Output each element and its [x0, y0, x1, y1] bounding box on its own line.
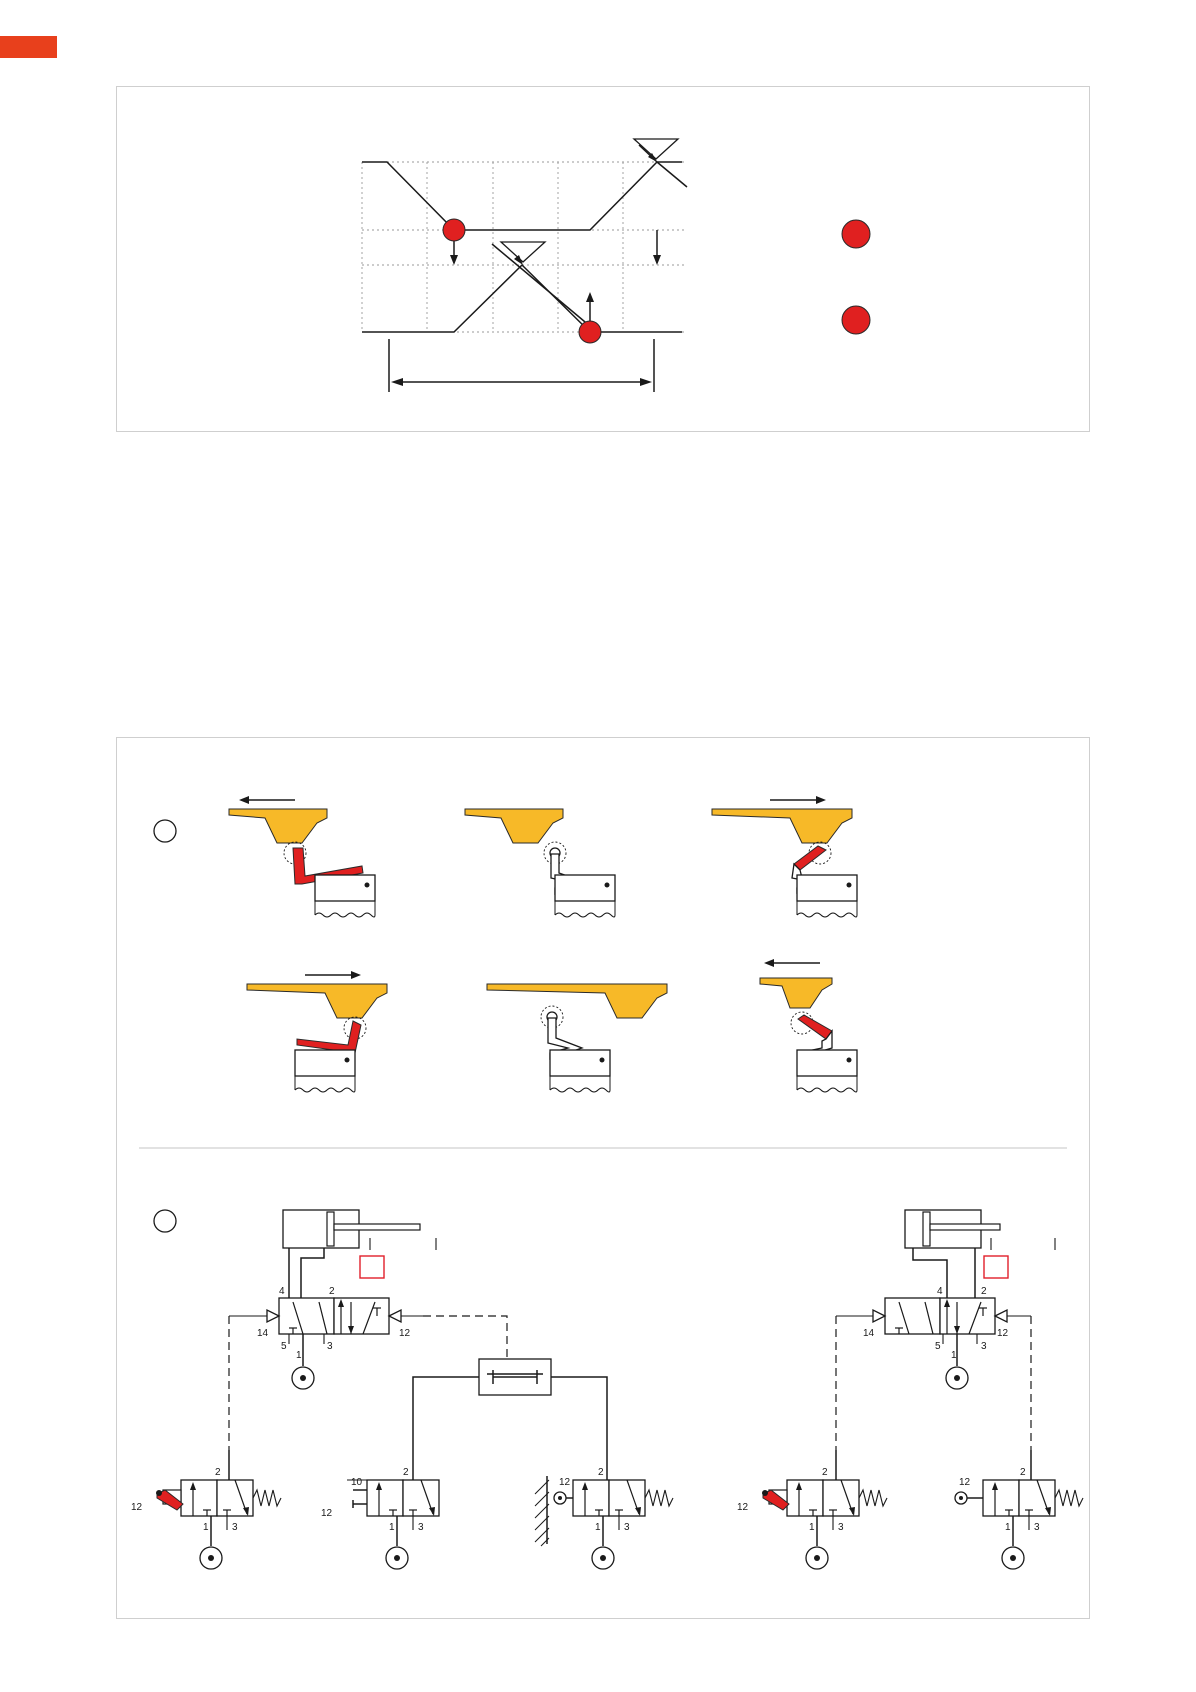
lever-valve-2: 12 2 1 3: [737, 1450, 888, 1570]
port-label: 3: [327, 1341, 333, 1352]
port-label: 10: [351, 1477, 363, 1488]
port-label: 12: [559, 1477, 571, 1488]
port-label: 2: [403, 1467, 409, 1478]
section-a-marker: [153, 819, 177, 843]
legend-signal-dot: [841, 305, 871, 335]
roller-valve-2: 12 2 1 3: [954, 1450, 1084, 1570]
port-label: 12: [399, 1328, 411, 1339]
roller-lever-state-6: [759, 959, 858, 1093]
port-label: 5: [935, 1341, 941, 1352]
port-label: 3: [838, 1522, 844, 1533]
pneumatic-circuit-left: 4 2 14 12 5 1 3: [131, 1209, 674, 1570]
port-label: 1: [203, 1522, 209, 1533]
port-label: 12: [321, 1508, 333, 1519]
valve-5-2: [884, 1297, 996, 1335]
section-b-marker: [153, 1209, 177, 1233]
cross-line: [656, 161, 688, 188]
port-label: 2: [1020, 1467, 1026, 1478]
port-label: 1: [1005, 1522, 1011, 1533]
port-label: 14: [257, 1328, 269, 1339]
port-label: 12: [997, 1328, 1009, 1339]
roller-valve-1: 12 2 1 3: [533, 1467, 674, 1570]
sensor-marker-box: [983, 1255, 1009, 1279]
lever-red: [156, 1489, 184, 1511]
port-label: 4: [279, 1286, 285, 1297]
port-label: 12: [959, 1477, 971, 1488]
cam-yellow: [228, 808, 328, 844]
port-label: 3: [418, 1522, 424, 1533]
lever-red: [296, 1020, 362, 1054]
motion-diagram-panel: [116, 86, 1090, 432]
port-label: 4: [937, 1286, 943, 1297]
cross-line: [491, 243, 598, 333]
port-label: 3: [232, 1522, 238, 1533]
port-label: 2: [329, 1286, 335, 1297]
legend-signal-dot: [841, 219, 871, 249]
port-label: 3: [624, 1522, 630, 1533]
pilot-14: [266, 1308, 281, 1324]
port-label: 14: [863, 1328, 875, 1339]
lever-valve-1: 12 2 1 3: [131, 1450, 282, 1570]
port-label: 2: [215, 1467, 221, 1478]
cam-yellow: [711, 808, 853, 844]
pneumatic-circuit-right: 4 2 14 12 5 1 3: [737, 1209, 1084, 1570]
section-tab-marker: [0, 36, 57, 58]
port-label: 1: [296, 1350, 302, 1361]
cycle-time-dimension: [388, 339, 655, 392]
port-label: 3: [1034, 1522, 1040, 1533]
lever-red: [797, 1014, 833, 1040]
roller-lever-state-4: [246, 971, 388, 1093]
cylinder-2-motion-line: [362, 263, 682, 333]
port-label: 12: [131, 1502, 143, 1513]
port-label: 1: [951, 1350, 957, 1361]
roller-lever-state-1: [228, 796, 376, 918]
valve-5-2: [278, 1297, 390, 1335]
port-label: 1: [809, 1522, 815, 1533]
pilot-14: [872, 1308, 887, 1324]
pilot-12: [387, 1308, 402, 1324]
signal-arrow: [653, 230, 661, 265]
port-label: 3: [981, 1341, 987, 1352]
valve-actuation-panel: 4 2 14 12 5 1 3: [116, 737, 1090, 1619]
cylinder-1-motion-line: [362, 161, 682, 231]
port-label: 1: [595, 1522, 601, 1533]
pilot-line: [423, 1315, 508, 1358]
cam-yellow: [759, 977, 833, 1009]
sensor-marker-box: [359, 1255, 385, 1279]
cam-yellow: [246, 983, 388, 1019]
limit-switch-symbol: [632, 138, 680, 163]
roller-lever-state-5: [486, 983, 668, 1093]
cam-yellow: [464, 808, 564, 844]
lever-red: [762, 1489, 790, 1511]
motion-diagram: [361, 138, 871, 392]
roller-lever-state-3: [711, 796, 858, 918]
cam-yellow: [486, 983, 668, 1019]
signal-dot: [578, 320, 602, 344]
pushbutton-valve: 10 12 2 1 3: [321, 1467, 440, 1570]
port-label: 12: [737, 1502, 749, 1513]
port-label: 2: [822, 1467, 828, 1478]
signal-dot: [442, 218, 466, 242]
port-label: 2: [981, 1286, 987, 1297]
limit-switch-symbol: [499, 241, 547, 265]
roller-lever-state-2: [464, 808, 616, 918]
port-label: 5: [281, 1341, 287, 1352]
port-label: 1: [389, 1522, 395, 1533]
port-label: 2: [598, 1467, 604, 1478]
pilot-12: [993, 1308, 1008, 1324]
valve-actuation-diagrams: 4 2 14 12 5 1 3: [131, 796, 1084, 1570]
